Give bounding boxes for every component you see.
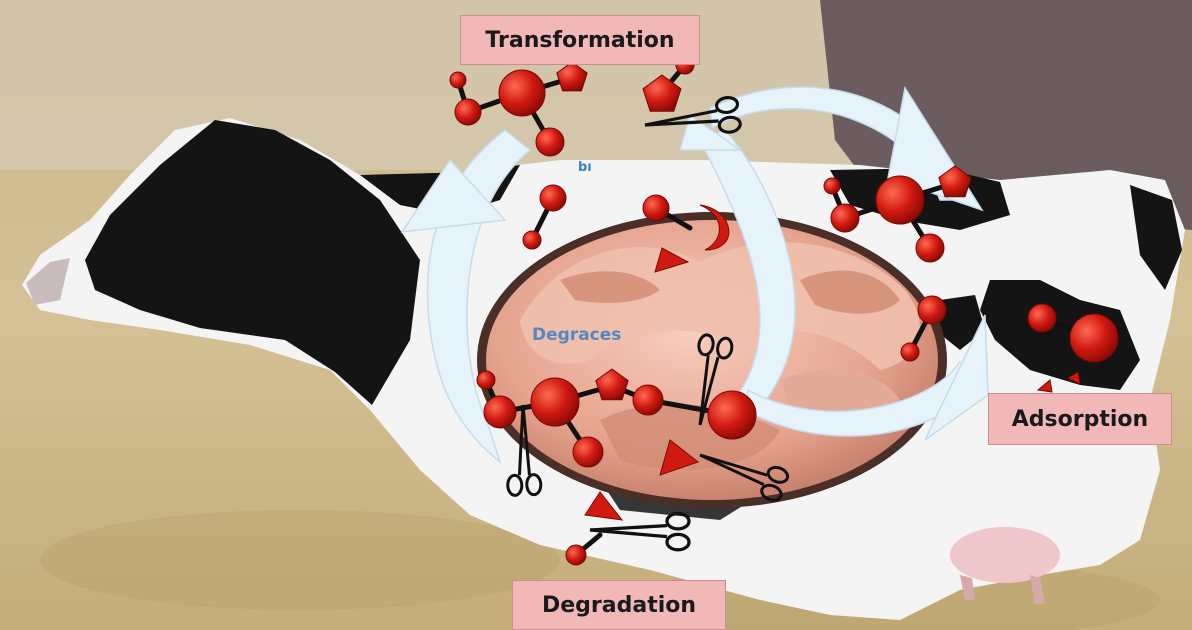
adsorption-label: Adsorption xyxy=(988,393,1172,445)
molecule-atom xyxy=(523,231,541,249)
molecule-atom xyxy=(831,204,859,232)
molecule-atom xyxy=(566,545,586,565)
molecule-atom xyxy=(540,185,566,211)
molecule-atom xyxy=(573,437,603,467)
transformation-label: Transformation xyxy=(460,15,700,65)
fragment-text: bı xyxy=(578,160,592,175)
molecule-atom xyxy=(901,343,919,361)
molecule-atom xyxy=(1028,304,1056,332)
molecule-atom xyxy=(824,178,840,194)
molecule-atom xyxy=(455,99,481,125)
molecule-atom xyxy=(918,296,946,324)
molecule-atom xyxy=(531,378,579,426)
faint-degrades-text: Degraces xyxy=(532,325,621,345)
molecule-atom xyxy=(499,70,545,116)
molecule-atom xyxy=(643,195,669,221)
molecule-atom xyxy=(916,234,944,262)
molecule-atom xyxy=(876,176,924,224)
molecule-atom xyxy=(477,371,495,389)
molecule-atom xyxy=(708,391,756,439)
molecule-atom xyxy=(450,72,466,88)
degradation-label: Degradation xyxy=(512,580,726,630)
molecule-atom xyxy=(484,396,516,428)
molecule-atom xyxy=(633,385,663,415)
molecule-atom xyxy=(1070,314,1118,362)
rumen-cutaway xyxy=(477,212,947,508)
molecule-atom xyxy=(536,128,564,156)
